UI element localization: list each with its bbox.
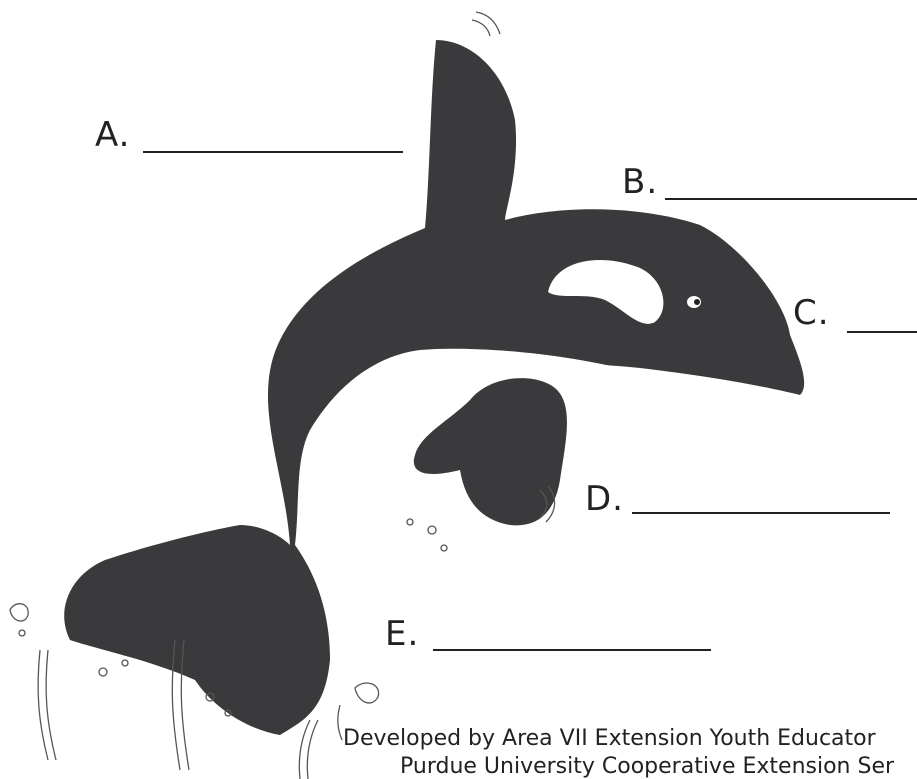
label-d: D. xyxy=(585,482,624,516)
blank-line-b xyxy=(665,198,917,200)
blank-line-d xyxy=(632,512,890,514)
label-c: C. xyxy=(793,296,830,330)
blank-line-a xyxy=(143,151,403,153)
label-b: B. xyxy=(622,165,658,199)
blank-line-c xyxy=(847,331,917,333)
label-a: A. xyxy=(95,118,130,152)
credit-line-2: Purdue University Cooperative Extension … xyxy=(400,754,894,779)
label-e: E. xyxy=(385,617,419,651)
blank-line-e xyxy=(433,649,711,651)
credit-line-1: Developed by Area VII Extension Youth Ed… xyxy=(343,726,876,751)
